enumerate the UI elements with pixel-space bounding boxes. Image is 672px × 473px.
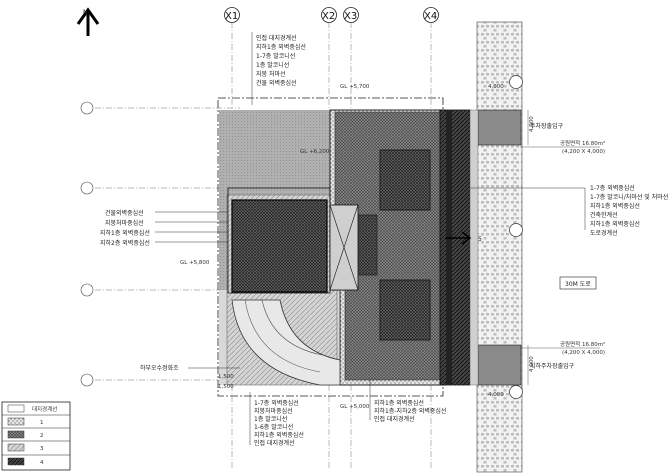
leader-bl-5: 지하1층 외벽중심선 — [254, 431, 304, 439]
leader-right-6: 도로경계선 — [590, 229, 618, 237]
axis-bubble-x4: X4 — [423, 7, 439, 23]
axis-bubble-x3: X3 — [343, 7, 359, 23]
axis-label-x4: X4 — [424, 11, 437, 22]
svg-text:GL +5,800: GL +5,800 — [180, 260, 210, 266]
svg-text:(4,200 X 4,000): (4,200 X 4,000) — [562, 149, 605, 155]
leader-top-4: 1층 발코니선 — [256, 61, 289, 69]
legend-row-2: 1 — [40, 420, 44, 426]
svg-text:GL +5,000: GL +5,000 — [340, 404, 370, 410]
leader-right-5: 지하1층 외벽중심선 — [590, 220, 640, 228]
leader-bl-4: 1-6층 발코니선 — [254, 423, 293, 431]
road-label-box: 30M 도로 — [559, 276, 597, 290]
leader-bl-6: 인접 대지경계선 — [254, 439, 295, 447]
axis-label-x2: X2 — [322, 11, 335, 22]
leader-top-1: 인접 대지경계선 — [256, 34, 297, 42]
leader-bl-3: 1층 발코니선 — [254, 415, 287, 423]
dim-right: 4,000 4,000 4,000 4,000 — [488, 84, 535, 398]
leader-left-2: 지붕처마중심선 — [105, 219, 144, 227]
legend: 대지경계선 1 2 3 4 — [1, 401, 71, 471]
building-setback-strip — [439, 109, 471, 386]
legend-row-1: 대지경계선 — [32, 405, 57, 413]
svg-text:공원면적 16.80m²: 공원면적 16.80m² — [560, 340, 605, 348]
leader-bl-1: 1-7층 외벽중심선 — [254, 399, 299, 407]
svg-text:GL +6,200: GL +6,200 — [300, 149, 330, 155]
building-setback-strip-edge — [446, 110, 452, 385]
legend-row-3: 2 — [40, 433, 44, 439]
leader-left-3: 지하1층 외벽중심선 — [100, 229, 150, 237]
dim-left: 1,500 1,500 — [218, 374, 234, 390]
north-arrow: N — [76, 7, 100, 36]
axis-bubbles-horizontal — [80, 101, 94, 387]
svg-text:GL +5,700: GL +5,700 — [340, 84, 370, 90]
leader-top-3: 1-7층 발코니선 — [256, 52, 295, 60]
parking-entrance-top — [477, 109, 522, 146]
septic-tank-label: 하부오수정화조 — [140, 364, 240, 372]
parking-entrance-bottom-label: 지하주차장출입구 — [530, 362, 575, 370]
area-top: 공원면적 16.80m² (4,200 X 4,000) — [520, 139, 605, 155]
leader-br-1: 지하1층 외벽중심선 — [374, 399, 424, 407]
leader-bl-2: 지붕처마중심선 — [254, 407, 293, 415]
area-bottom: 공원면적 16.80m² (4,200 X 4,000) — [520, 340, 605, 356]
svg-text:(4,200 X 4,000): (4,200 X 4,000) — [562, 350, 605, 356]
void-cross — [329, 204, 359, 291]
leader-right-3: 지하1층 외벽중심선 — [590, 202, 640, 210]
tower-block — [231, 199, 328, 293]
svg-text:30M 도로: 30M 도로 — [565, 281, 591, 288]
north-arrow-label: N — [83, 9, 88, 16]
leader-top-6: 건물 외벽중심선 — [256, 79, 297, 87]
svg-text:5: 5 — [478, 236, 482, 243]
legend-row-4: 3 — [40, 446, 44, 452]
svg-text:하부오수정화조: 하부오수정화조 — [140, 364, 179, 372]
leader-bottom-left: 1-7층 외벽중심선 지붕처마중심선 1층 발코니선 1-6층 발코니선 지하1… — [249, 392, 304, 447]
road-strip — [469, 109, 479, 386]
axis-label-x3: X3 — [344, 11, 357, 22]
svg-text:1,500: 1,500 — [218, 384, 234, 390]
parking-entrance-top-label: 주차장출입구 — [530, 122, 564, 130]
parking-entrance-bottom — [477, 344, 522, 386]
leader-right-1: 1-7층 외벽중심선 — [590, 184, 635, 192]
leader-left-1: 건물외벽중심선 — [105, 209, 144, 217]
leader-bottom-right: 지하1층 외벽중심선 지하1층-지하2층 외벽중심선 인접 대지경계선 — [369, 380, 446, 423]
leader-br-3: 인접 대지경계선 — [374, 415, 415, 423]
leader-left: 건물외벽중심선 지붕처마중심선 지하1층 외벽중심선 지하2층 외벽중심선 — [100, 209, 228, 247]
center-mark: 5 — [445, 231, 482, 245]
leader-top: 인접 대지경계선 지하1층 외벽중심선 1-7층 발코니선 1층 발코니선 지붕… — [251, 32, 306, 105]
room-upper — [379, 149, 431, 211]
svg-text:1,500: 1,500 — [218, 374, 234, 380]
leader-left-4: 지하2층 외벽중심선 — [100, 239, 150, 247]
axis-bubble-x1: X1 — [224, 7, 240, 23]
leader-top-2: 지하1층 외벽중심선 — [256, 43, 306, 51]
leader-right: 1-7층 외벽중심선 1-7층 발코니/처마선 및 처마선 지하1층 외벽중심선… — [470, 184, 668, 237]
leader-br-2: 지하1층-지하2층 외벽중심선 — [374, 407, 446, 415]
leader-right-4: 건축한계선 — [590, 211, 618, 219]
leader-right-2: 1-7층 발코니/처마선 및 처마선 — [590, 193, 668, 201]
svg-text:공원면적 16.80m²: 공원면적 16.80m² — [560, 139, 605, 147]
axis-bubbles-right — [509, 75, 523, 399]
curved-ramp — [231, 299, 341, 386]
svg-text:4,000: 4,000 — [529, 356, 535, 372]
room-lower — [379, 279, 431, 341]
svg-text:4,000: 4,000 — [529, 116, 535, 132]
axis-bubble-x2: X2 — [321, 7, 337, 23]
axis-label-x1: X1 — [225, 11, 238, 22]
svg-text:4,000: 4,000 — [488, 392, 504, 398]
leader-top-5: 지붕 처마선 — [256, 70, 286, 78]
svg-text:4,000: 4,000 — [488, 84, 504, 90]
legend-row-5: 4 — [40, 460, 44, 466]
elevation-marks: GL +6,200 GL +5,800 GL +5,700 GL +5,000 — [180, 84, 370, 410]
